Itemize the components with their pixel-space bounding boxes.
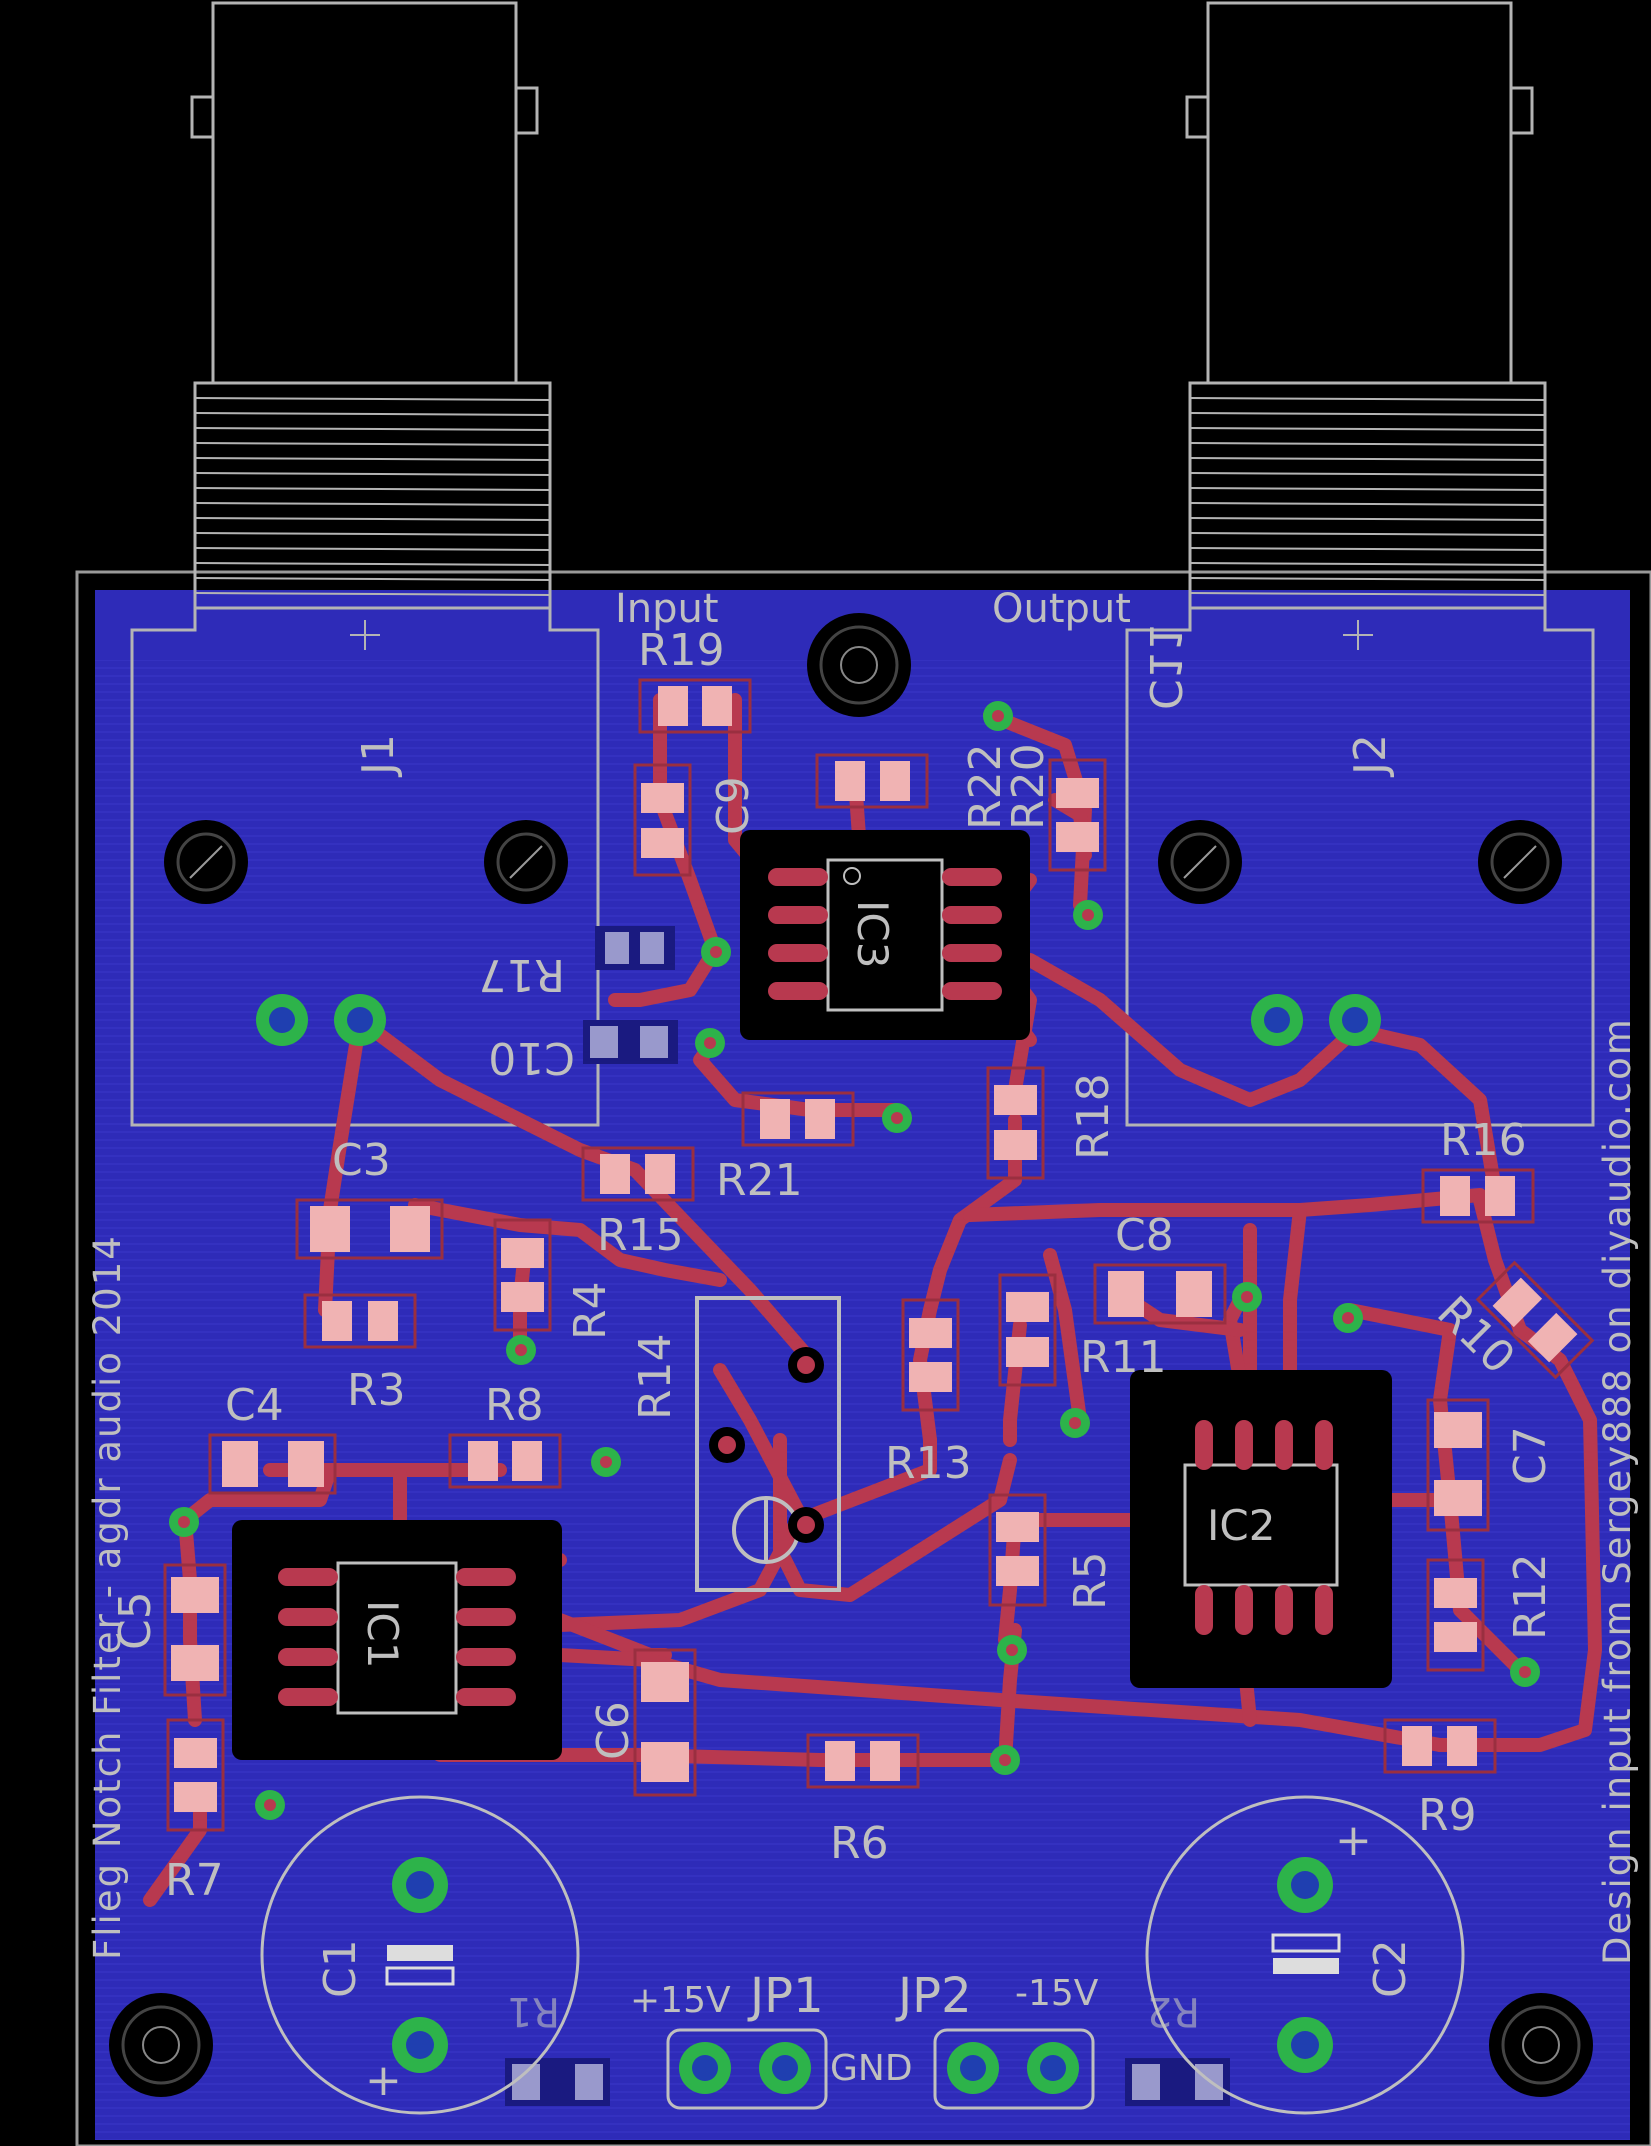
j2-mount-hole-left bbox=[1158, 820, 1242, 904]
ic3-footprint bbox=[740, 830, 1030, 1040]
c10-label: C10 bbox=[488, 1032, 575, 1083]
output-label: Output bbox=[992, 586, 1131, 632]
r8-label: R8 bbox=[485, 1380, 544, 1431]
ic2-footprint bbox=[1130, 1370, 1392, 1688]
jp2-label: JP2 bbox=[895, 1968, 972, 2024]
header-jp2 bbox=[933, 2028, 1095, 2110]
r19-label: R19 bbox=[638, 625, 725, 676]
r17-label: R17 bbox=[478, 949, 565, 1000]
c11-label: C11 bbox=[1139, 623, 1190, 710]
r15-label: R15 bbox=[597, 1210, 684, 1261]
j2-label: J2 bbox=[1345, 734, 1396, 778]
r7-label: R7 bbox=[165, 1855, 224, 1906]
c5-label: C5 bbox=[110, 1591, 161, 1650]
board-credit-vertical: Design input from Sergey888 on diyaudio.… bbox=[1596, 1017, 1639, 1965]
r21-label: R21 bbox=[716, 1155, 803, 1206]
c1-plus-mark: + bbox=[365, 2055, 402, 2106]
jp1-label: JP1 bbox=[747, 1968, 824, 2024]
r14-label: R14 bbox=[630, 1333, 681, 1420]
c8-label: C8 bbox=[1115, 1210, 1174, 1261]
mounting-hole-top bbox=[807, 613, 911, 717]
r1-label: R1 bbox=[507, 1988, 560, 2034]
minus15-label: -15V bbox=[1015, 1973, 1099, 2014]
smd-parts bbox=[163, 678, 1595, 2106]
j2-mount-hole-right bbox=[1478, 820, 1562, 904]
c9-label: C9 bbox=[708, 776, 759, 835]
ic1-label: IC1 bbox=[358, 1600, 407, 1668]
r16-label: R16 bbox=[1440, 1115, 1527, 1166]
r12-label: R12 bbox=[1505, 1553, 1556, 1640]
r22-label: R22 bbox=[960, 743, 1011, 830]
r4-label: R4 bbox=[565, 1281, 616, 1340]
bnc-connector-j1 bbox=[130, 1, 600, 1127]
c2-plus-mark: + bbox=[1335, 1815, 1372, 1866]
electrolytic-cap-c2 bbox=[1145, 1795, 1465, 2115]
j1-mount-hole-right bbox=[484, 820, 568, 904]
r6-label: R6 bbox=[830, 1818, 889, 1869]
board-outline bbox=[75, 570, 1651, 2146]
bnc-connector-j2 bbox=[1125, 1, 1595, 1127]
c7-label: C7 bbox=[1505, 1426, 1556, 1485]
ic3-label: IC3 bbox=[848, 900, 897, 968]
trimmer-r14 bbox=[695, 1296, 841, 1592]
r3-label: R3 bbox=[347, 1365, 406, 1416]
c4-label: C4 bbox=[225, 1380, 284, 1431]
c3-label: C3 bbox=[332, 1135, 391, 1186]
r20-label: R20 bbox=[1003, 743, 1054, 830]
mounting-hole-bl bbox=[109, 1993, 213, 2097]
r9-label: R9 bbox=[1418, 1790, 1477, 1841]
r11-label: R11 bbox=[1080, 1332, 1167, 1383]
mounting-hole-br bbox=[1489, 1993, 1593, 2097]
j1-mount-hole-left bbox=[164, 820, 248, 904]
input-label: Input bbox=[615, 586, 719, 632]
c1-label: C1 bbox=[315, 1939, 366, 1998]
through-hole-pads bbox=[256, 994, 1381, 2094]
header-jp1 bbox=[666, 2028, 828, 2110]
gnd-label: GND bbox=[830, 2048, 913, 2089]
plus15-label: +15V bbox=[630, 1980, 731, 2021]
j1-label: J1 bbox=[353, 734, 404, 778]
board-title-vertical: Flieg Notch Filter - agdr audio 2014 bbox=[86, 1234, 129, 1960]
ic1-footprint bbox=[232, 1520, 562, 1760]
c6-label: C6 bbox=[588, 1701, 639, 1760]
c2-label: C2 bbox=[1365, 1939, 1416, 1998]
electrolytic-cap-c1 bbox=[260, 1795, 580, 2115]
ic2-label: IC2 bbox=[1207, 1501, 1275, 1550]
vias bbox=[169, 701, 1540, 1820]
r13-label: R13 bbox=[885, 1438, 972, 1489]
r2-label: R2 bbox=[1147, 1988, 1200, 2034]
r18-label: R18 bbox=[1068, 1073, 1119, 1160]
r5-label: R5 bbox=[1065, 1551, 1116, 1610]
